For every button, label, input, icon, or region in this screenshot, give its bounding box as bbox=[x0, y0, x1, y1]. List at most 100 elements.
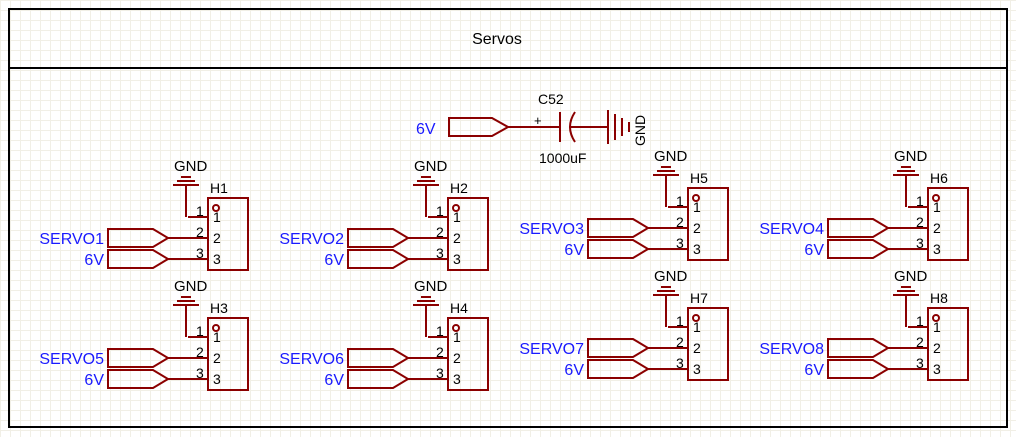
cap-designator: C52 bbox=[538, 91, 564, 107]
pin-number-outer: 1 bbox=[196, 203, 204, 219]
net-port-icon bbox=[347, 348, 410, 368]
header-body bbox=[447, 197, 489, 271]
header-body bbox=[687, 307, 729, 381]
pin-number-outer: 3 bbox=[676, 355, 684, 371]
pin-number: 2 bbox=[933, 340, 941, 356]
cap-net-label: 6V bbox=[416, 121, 436, 138]
pin-number-outer: 3 bbox=[916, 235, 924, 251]
pin-number-outer: 1 bbox=[676, 193, 684, 209]
pin-number: 1 bbox=[933, 319, 941, 335]
signal-net-label: SERVO2 bbox=[279, 231, 344, 248]
cap-value: 1000uF bbox=[539, 150, 586, 166]
pin-number: 3 bbox=[213, 371, 221, 387]
cap-polarity: + bbox=[534, 113, 542, 128]
header-ref: H6 bbox=[930, 170, 948, 186]
pin-number-outer: 1 bbox=[196, 323, 204, 339]
signal-net-label: SERVO8 bbox=[759, 341, 824, 358]
pin-number: 3 bbox=[453, 251, 461, 267]
net-port-icon bbox=[107, 369, 170, 389]
pin-number-outer: 2 bbox=[196, 344, 204, 360]
pin1-marker-icon bbox=[692, 314, 700, 322]
header-body bbox=[447, 317, 489, 391]
pin-number-outer: 2 bbox=[916, 334, 924, 350]
net-port-icon bbox=[827, 359, 890, 379]
header-ref: H7 bbox=[690, 290, 708, 306]
signal-net-label: SERVO5 bbox=[39, 351, 104, 368]
pin1-marker-icon bbox=[692, 194, 700, 202]
sheet-frame bbox=[8, 8, 1008, 428]
power-net-label: 6V bbox=[324, 252, 344, 269]
pin-number: 1 bbox=[213, 209, 221, 225]
pin-number: 2 bbox=[693, 340, 701, 356]
net-port-icon bbox=[827, 239, 890, 259]
pin-number: 1 bbox=[453, 329, 461, 345]
pin-number-outer: 1 bbox=[676, 313, 684, 329]
net-port-icon bbox=[448, 117, 511, 137]
header-ref: H3 bbox=[210, 300, 228, 316]
gnd-label: GND bbox=[894, 148, 928, 165]
pin-number: 1 bbox=[933, 199, 941, 215]
header-ref: H2 bbox=[450, 180, 468, 196]
pin-number-outer: 2 bbox=[436, 224, 444, 240]
pin-number: 2 bbox=[213, 350, 221, 366]
pin-number: 3 bbox=[933, 361, 941, 377]
pin-number: 1 bbox=[453, 209, 461, 225]
pin-number-outer: 3 bbox=[196, 245, 204, 261]
power-net-label: 6V bbox=[324, 372, 344, 389]
pin-number-outer: 1 bbox=[436, 323, 444, 339]
pin-number-outer: 3 bbox=[436, 245, 444, 261]
pin-number-outer: 2 bbox=[196, 224, 204, 240]
power-net-label: 6V bbox=[804, 362, 824, 379]
net-port-icon bbox=[347, 249, 410, 269]
power-net-label: 6V bbox=[804, 242, 824, 259]
header-body bbox=[687, 187, 729, 261]
pin1-marker-icon bbox=[452, 324, 460, 332]
pin-number: 2 bbox=[933, 220, 941, 236]
net-port-icon bbox=[107, 348, 170, 368]
net-port-icon bbox=[347, 228, 410, 248]
pin-number-outer: 2 bbox=[436, 344, 444, 360]
pin-number: 1 bbox=[693, 319, 701, 335]
power-net-label: 6V bbox=[564, 242, 584, 259]
pin-number: 3 bbox=[933, 241, 941, 257]
net-port-icon bbox=[587, 338, 650, 358]
pin-number: 2 bbox=[693, 220, 701, 236]
header-ref: H8 bbox=[930, 290, 948, 306]
gnd-label: GND bbox=[654, 148, 688, 165]
header-ref: H1 bbox=[210, 180, 228, 196]
net-port-icon bbox=[827, 338, 890, 358]
net-port-icon bbox=[587, 218, 650, 238]
pin-number-outer: 2 bbox=[676, 334, 684, 350]
gnd-label: GND bbox=[654, 268, 688, 285]
gnd-label: GND bbox=[894, 268, 928, 285]
pin1-marker-icon bbox=[932, 194, 940, 202]
pin-number-outer: 3 bbox=[916, 355, 924, 371]
power-net-label: 6V bbox=[84, 372, 104, 389]
pin-number: 1 bbox=[213, 329, 221, 345]
power-net-label: 6V bbox=[564, 362, 584, 379]
pin-number: 3 bbox=[213, 251, 221, 267]
gnd-label: GND bbox=[174, 158, 208, 175]
gnd-label: GND bbox=[414, 158, 448, 175]
pin1-marker-icon bbox=[452, 204, 460, 212]
pin1-marker-icon bbox=[212, 324, 220, 332]
header-body bbox=[927, 307, 969, 381]
power-net-label: 6V bbox=[84, 252, 104, 269]
pin-number-outer: 1 bbox=[916, 313, 924, 329]
capacitor-c52[interactable]: 6V C52 + GND 1000uF bbox=[416, 91, 648, 166]
net-port-icon bbox=[587, 359, 650, 379]
gnd-label: GND bbox=[414, 278, 448, 295]
signal-net-label: SERVO7 bbox=[519, 341, 584, 358]
pin-number-outer: 3 bbox=[196, 365, 204, 381]
cap-gnd-label: GND bbox=[632, 115, 648, 146]
